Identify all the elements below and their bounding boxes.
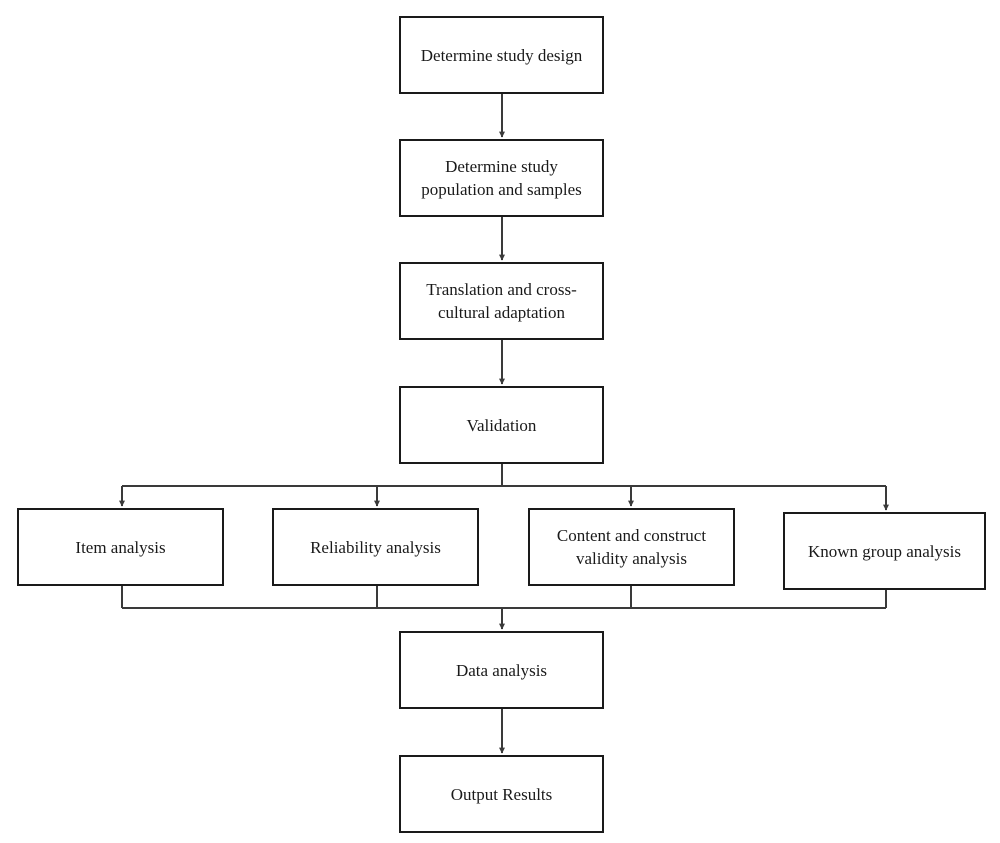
branch-label: Reliability analysis (310, 537, 441, 557)
step-validation: Validation (399, 386, 604, 464)
branch-known-group-analysis: Known group analysis (783, 512, 986, 590)
branch-item-analysis: Item analysis (17, 508, 224, 586)
step-output-results: Output Results (399, 755, 604, 833)
step-data-analysis: Data analysis (399, 631, 604, 709)
branch-label: Content and construct validity analysis (556, 526, 707, 568)
step-translation-adaptation: Translation and cross-cultural adaptatio… (399, 262, 604, 340)
step-label: Output Results (450, 784, 553, 804)
branch-validity-analysis: Content and construct validity analysis (528, 508, 735, 586)
step-label: Data analysis (455, 660, 548, 680)
step-label: Validation (466, 415, 537, 435)
step-determine-study-population: Determine study population and samples (399, 139, 604, 217)
branch-reliability-analysis: Reliability analysis (272, 508, 479, 586)
step-label: Determine study design (420, 45, 583, 65)
branch-label: Item analysis (75, 537, 166, 557)
step-label: Determine study population and samples (421, 157, 582, 199)
step-label: Translation and cross-cultural adaptatio… (426, 280, 577, 322)
branch-label: Known group analysis (808, 541, 961, 561)
step-determine-study-design: Determine study design (399, 16, 604, 94)
